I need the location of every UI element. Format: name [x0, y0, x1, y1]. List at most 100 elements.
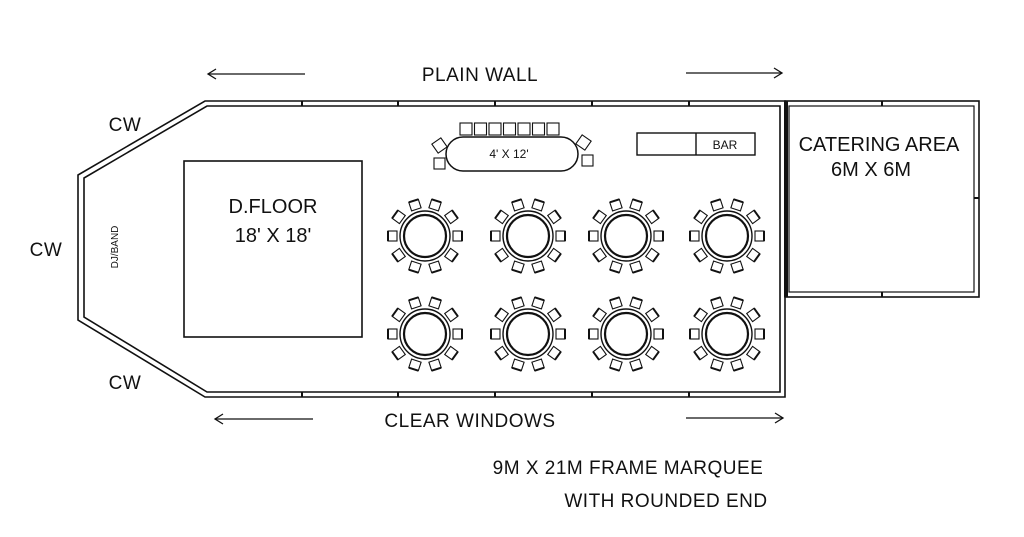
chair: [629, 296, 643, 310]
chair: [391, 247, 407, 263]
chair: [710, 358, 724, 372]
dance-floor-label: D.FLOOR: [229, 196, 318, 218]
chair: [689, 328, 700, 340]
chair: [629, 198, 643, 212]
chair: [387, 230, 398, 242]
chair: [546, 247, 562, 263]
head-table-chair: [546, 122, 560, 136]
round-table: [588, 296, 664, 372]
chair: [511, 296, 525, 310]
catering-area: CATERING AREA 6M X 6M: [784, 100, 980, 298]
head-table-chair: [517, 122, 531, 136]
caption-line-2: WITH ROUNDED END: [564, 491, 767, 512]
chair: [391, 345, 407, 361]
chair: [693, 209, 709, 225]
round-table: [490, 198, 566, 274]
round-table: [490, 296, 566, 372]
round-table: [387, 296, 463, 372]
chair: [588, 328, 599, 340]
chair: [443, 307, 459, 323]
head-table: 4' X 12': [431, 122, 594, 172]
chair: [494, 209, 510, 225]
chair: [754, 328, 765, 340]
chair: [555, 230, 566, 242]
chair: [710, 198, 724, 212]
chair: [452, 328, 463, 340]
chair: [408, 198, 422, 212]
chair: [653, 230, 664, 242]
chair: [408, 358, 422, 372]
head-table-end-chair: [575, 134, 592, 151]
chair: [391, 307, 407, 323]
chair: [490, 328, 501, 340]
chair: [689, 230, 700, 242]
round-tables: [387, 198, 765, 372]
chair: [745, 209, 761, 225]
chair: [693, 307, 709, 323]
head-table-end-chair: [433, 157, 446, 170]
chair: [710, 260, 724, 274]
chair: [609, 198, 623, 212]
chair: [592, 307, 608, 323]
dance-floor: D.FLOOR 18' X 18': [183, 160, 363, 338]
plain-wall-label: PLAIN WALL: [422, 65, 538, 86]
head-table-chair: [531, 122, 546, 136]
chair: [490, 230, 501, 242]
chair: [494, 307, 510, 323]
head-table-chair: [488, 122, 502, 136]
head-table-chair: [502, 122, 517, 136]
chair: [391, 209, 407, 225]
chair: [693, 345, 709, 361]
head-table-size-label: 4' X 12': [489, 147, 528, 161]
chair: [644, 247, 660, 263]
chair: [511, 198, 525, 212]
chair: [452, 230, 463, 242]
chair: [730, 260, 744, 274]
chair: [653, 328, 664, 340]
cw-label-middle: CW: [30, 240, 63, 261]
chair: [609, 296, 623, 310]
chair: [592, 247, 608, 263]
cw-label-top: CW: [109, 115, 142, 136]
chair: [730, 198, 744, 212]
bar: BAR: [636, 132, 756, 156]
chair: [546, 209, 562, 225]
chair: [511, 260, 525, 274]
chair: [428, 260, 442, 274]
chair: [592, 209, 608, 225]
chair: [693, 247, 709, 263]
chair: [644, 307, 660, 323]
chair: [387, 328, 398, 340]
chair: [588, 230, 599, 242]
chair: [745, 307, 761, 323]
clear-windows-label: CLEAR WINDOWS: [384, 411, 555, 432]
chair: [428, 296, 442, 310]
chair: [494, 345, 510, 361]
chair: [644, 345, 660, 361]
chair: [443, 209, 459, 225]
dj-band-label: DJ/BAND: [110, 226, 121, 269]
chair: [531, 296, 545, 310]
chair: [644, 209, 660, 225]
chair: [494, 247, 510, 263]
chair: [511, 358, 525, 372]
head-table-chair: [459, 122, 473, 136]
chair: [629, 260, 643, 274]
clear-windows-annotation: CLEAR WINDOWS: [213, 411, 785, 432]
chair: [546, 307, 562, 323]
chair: [745, 247, 761, 263]
head-table-chair: [473, 122, 488, 136]
chair: [629, 358, 643, 372]
catering-size-label: 6M X 6M: [831, 159, 911, 181]
round-table: [387, 198, 463, 274]
caption-line-1: 9M X 21M FRAME MARQUEE: [493, 458, 764, 479]
cw-label-bottom: CW: [109, 373, 142, 394]
chair: [592, 345, 608, 361]
chair: [546, 345, 562, 361]
chair: [609, 358, 623, 372]
round-table: [588, 198, 664, 274]
chair: [408, 296, 422, 310]
plain-wall-annotation: PLAIN WALL: [206, 65, 784, 86]
chair: [531, 260, 545, 274]
